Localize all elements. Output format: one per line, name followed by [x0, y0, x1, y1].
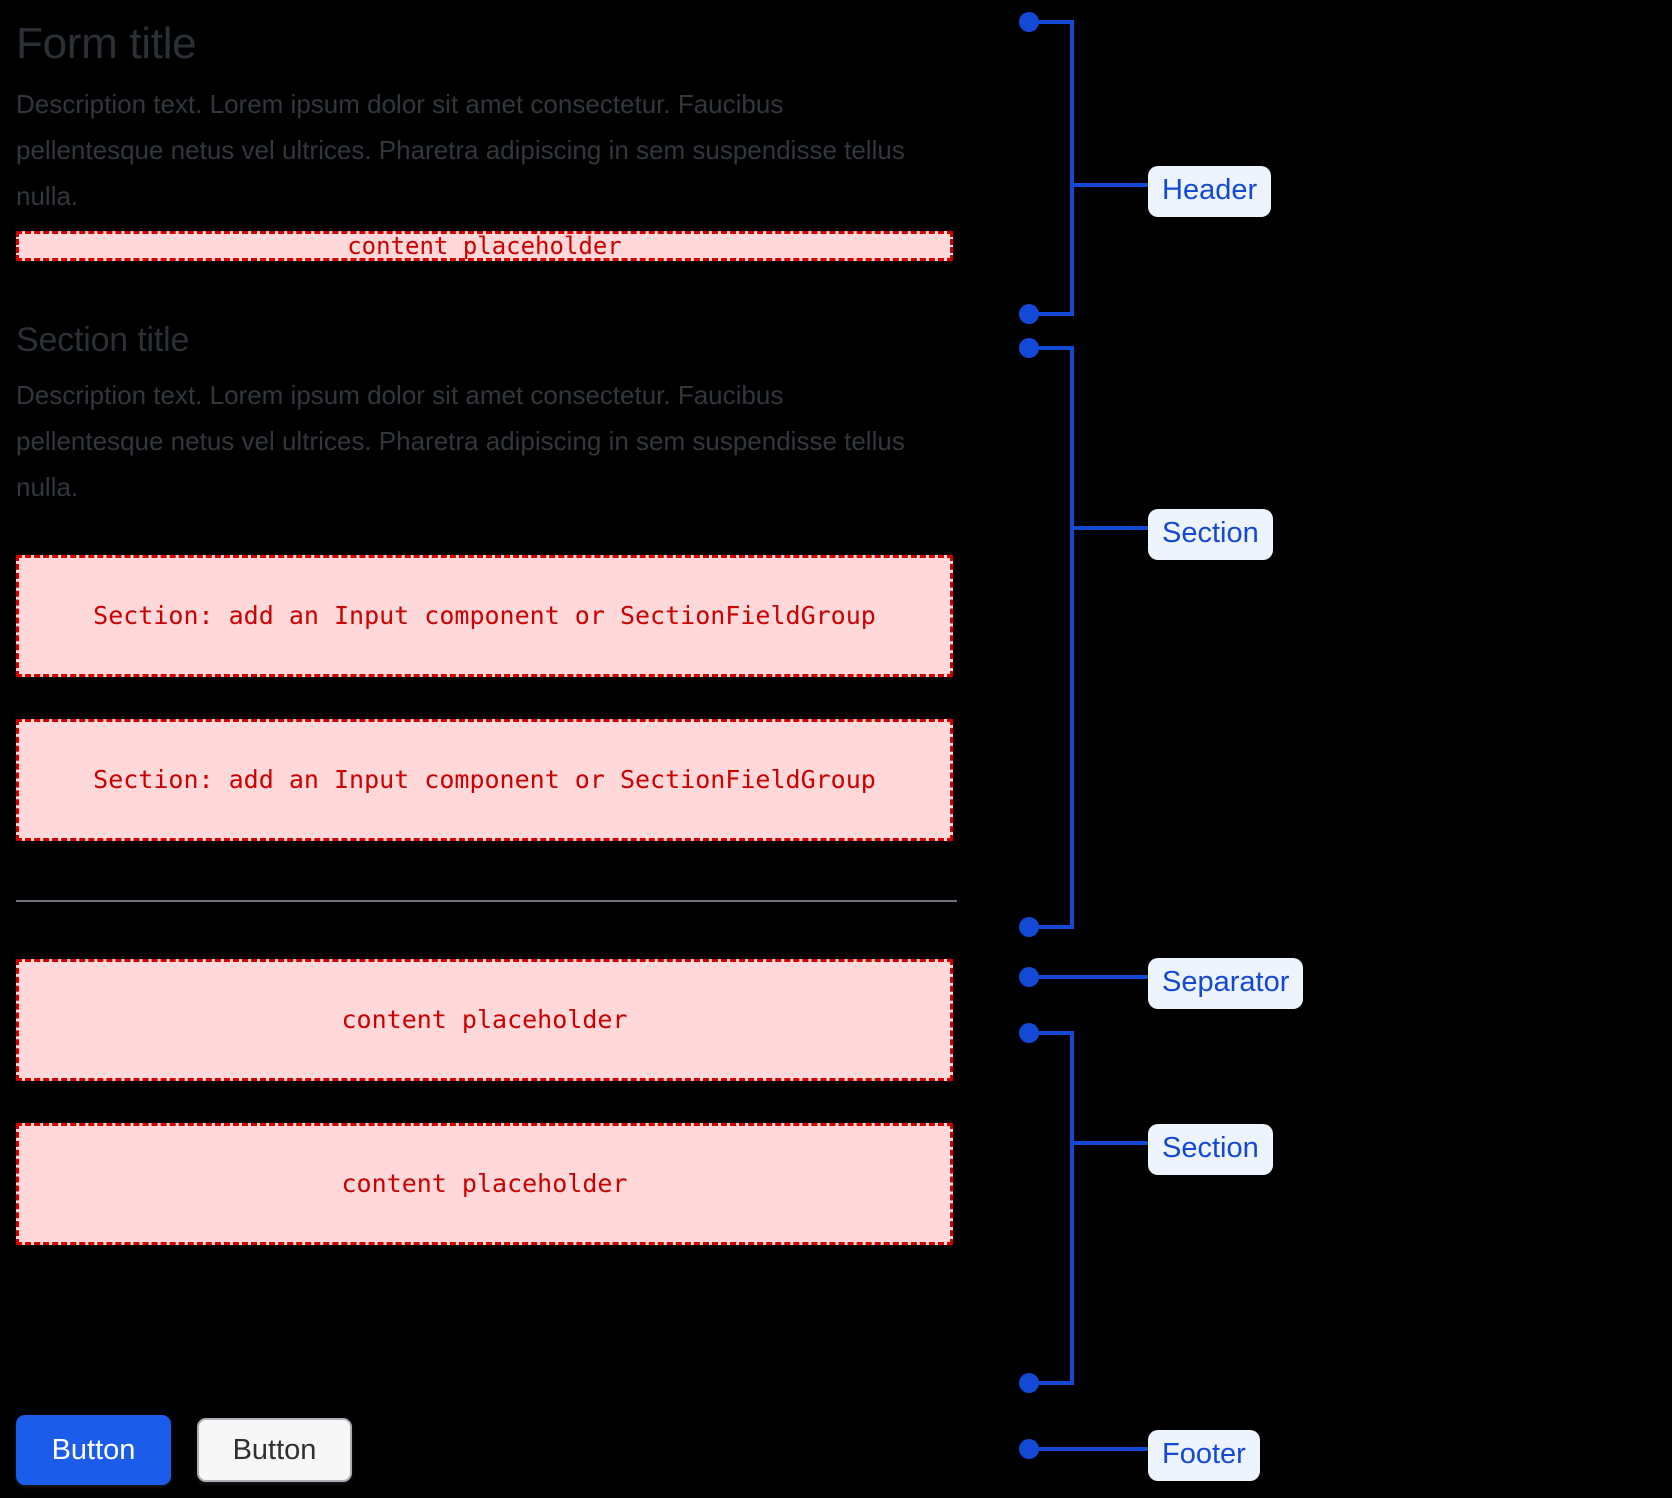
- anchor-dot-section-one-top: [1019, 338, 1039, 358]
- section-one-bracket: [1029, 346, 1074, 929]
- secondary-button[interactable]: Button: [197, 1418, 352, 1482]
- section-field-placeholder-1[interactable]: Section: add an Input component or Secti…: [16, 554, 953, 677]
- form-section-one-block: Section title Description text. Lorem ip…: [16, 321, 1016, 841]
- form-title: Form title: [16, 19, 197, 68]
- annotation-anchor-dots: [1019, 12, 1039, 1459]
- separator-rule: [16, 899, 957, 902]
- anchor-dot-footer: [1019, 1439, 1039, 1459]
- form-footer: Button Button: [16, 1415, 352, 1485]
- anchor-dot-section-one-bottom: [1019, 917, 1039, 937]
- form-column: Form title Description text. Lorem ipsum…: [16, 0, 1016, 1245]
- annotation-label-section-one[interactable]: Section: [1148, 509, 1273, 560]
- annotation-label-separator[interactable]: Separator: [1148, 958, 1304, 1009]
- annotation-label-section-two[interactable]: Section: [1148, 1124, 1273, 1175]
- annotation-label-footer[interactable]: Footer: [1148, 1430, 1260, 1481]
- form-header-description: Description text. Lorem ipsum dolor sit …: [16, 89, 905, 211]
- section-title: Section title: [16, 321, 190, 360]
- anchor-dot-header-bottom: [1019, 304, 1039, 324]
- form-header-block: Form title Description text. Lorem ipsum…: [16, 0, 1016, 262]
- anchor-dot-separator: [1019, 967, 1039, 987]
- header-bracket: [1029, 20, 1074, 316]
- section-one-description: Description text. Lorem ipsum dolor sit …: [16, 380, 905, 502]
- annotation-label-header[interactable]: Header: [1148, 166, 1272, 217]
- primary-button[interactable]: Button: [16, 1415, 171, 1485]
- anchor-dot-header-top: [1019, 12, 1039, 32]
- section-two-content-placeholder-2[interactable]: content placeholder: [16, 1122, 953, 1245]
- anchor-dot-section-two-top: [1019, 1023, 1039, 1043]
- form-section-two-block: content placeholder content placeholder: [16, 958, 1016, 1245]
- section-two-bracket: [1029, 1031, 1074, 1385]
- section-field-placeholder-2[interactable]: Section: add an Input component or Secti…: [16, 718, 953, 841]
- section-two-content-placeholder-1[interactable]: content placeholder: [16, 958, 953, 1081]
- anchor-dot-section-two-bottom: [1019, 1373, 1039, 1393]
- header-content-placeholder[interactable]: content placeholder: [16, 231, 953, 262]
